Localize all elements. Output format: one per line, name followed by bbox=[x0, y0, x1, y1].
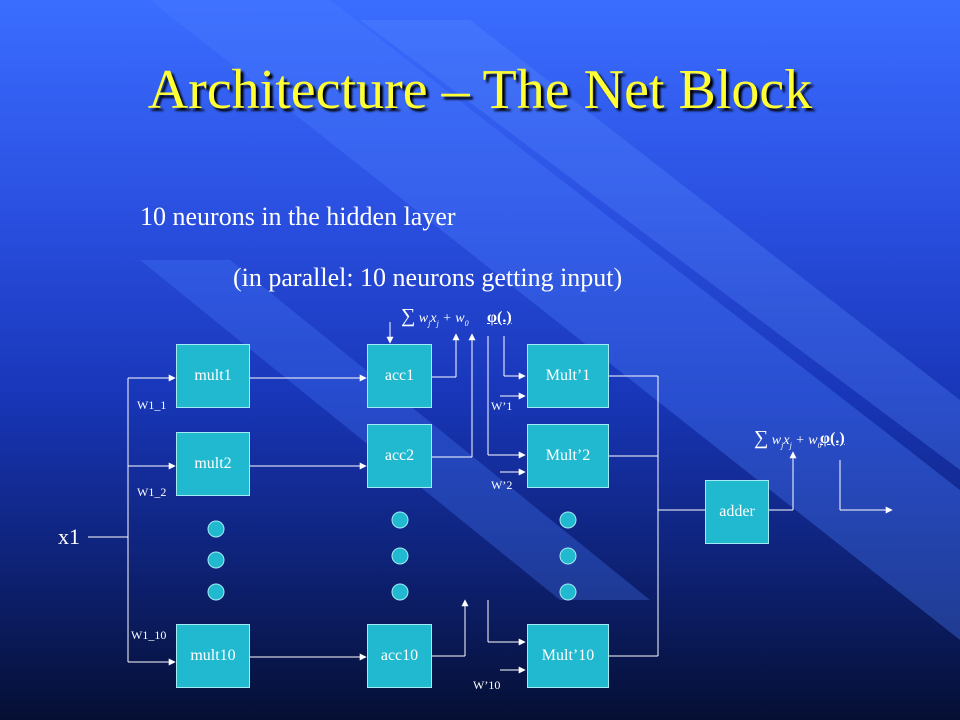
mult2-block: mult2 bbox=[176, 432, 250, 496]
mult-prime2-block: Mult’2 bbox=[527, 424, 609, 488]
summation-formula-hidden: ∑ wjxj + w0 bbox=[401, 305, 469, 328]
parallel-note: (in parallel: 10 neurons getting input) bbox=[233, 263, 623, 292]
mult-prime1-block: Mult’1 bbox=[527, 344, 609, 408]
ellipsis-dot bbox=[559, 583, 577, 601]
mult1-block: mult1 bbox=[176, 344, 250, 408]
weight-w1-10: W1_10 bbox=[131, 628, 167, 642]
weight-wprime-10: W’10 bbox=[473, 678, 501, 692]
subtitle-text: 10 neurons in the hidden layer bbox=[140, 202, 456, 231]
activation-phi-output: φ(.) bbox=[820, 430, 845, 447]
mult10-block: mult10 bbox=[176, 624, 250, 688]
ellipsis-dot bbox=[207, 583, 225, 601]
ellipsis-dot bbox=[391, 547, 409, 565]
adder-block: adder bbox=[705, 480, 769, 544]
summation-formula-output: ∑ wjxj + w0 bbox=[754, 427, 822, 450]
acc10-block: acc10 bbox=[367, 624, 432, 688]
weight-wprime-2: W’2 bbox=[491, 478, 513, 492]
acc1-block: acc1 bbox=[367, 344, 432, 408]
weight-w1-2: W1_2 bbox=[137, 485, 167, 499]
slide-title: Architecture – The Net Block bbox=[147, 59, 813, 121]
ellipsis-dot bbox=[391, 511, 409, 529]
activation-phi-hidden: φ(.) bbox=[487, 309, 512, 326]
ellipsis-dot bbox=[207, 551, 225, 569]
weight-w1-1: W1_1 bbox=[137, 398, 167, 412]
ellipsis-dot bbox=[559, 547, 577, 565]
ellipsis-dot bbox=[391, 583, 409, 601]
acc2-block: acc2 bbox=[367, 424, 432, 488]
ellipsis-dot bbox=[559, 511, 577, 529]
ellipsis-dot bbox=[207, 520, 225, 538]
mult-prime10-block: Mult’10 bbox=[527, 624, 609, 688]
input-x1-label: x1 bbox=[58, 524, 80, 549]
weight-wprime-1: W’1 bbox=[491, 399, 513, 413]
